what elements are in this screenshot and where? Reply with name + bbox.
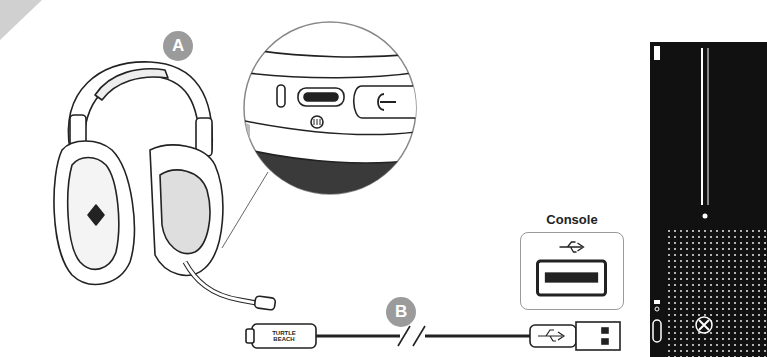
shape-circle — [703, 214, 708, 219]
shape-path — [240, 120, 430, 135]
shape-path — [160, 170, 210, 253]
shape-path — [538, 330, 564, 341]
brand-logo-text: TURTLE BEACH — [270, 330, 298, 342]
shape-rect — [653, 320, 661, 342]
shape-g — [246, 322, 620, 350]
shape-rect — [530, 325, 576, 347]
shape-rect — [538, 261, 606, 295]
shape-path — [354, 86, 420, 118]
shape-circle — [655, 307, 659, 311]
shape-rect — [252, 324, 316, 348]
shape-rect — [246, 329, 254, 343]
shape-line — [425, 335, 532, 338]
shape-path — [68, 62, 212, 152]
shape-rect — [546, 273, 598, 282]
shape-line — [708, 48, 709, 205]
callout-letter: A — [172, 36, 184, 56]
shape-g — [240, 48, 430, 200]
shape-line — [701, 48, 703, 205]
port-outline — [520, 232, 624, 310]
shape-rect — [650, 42, 767, 357]
port-box: Console — [520, 212, 624, 310]
shape-path — [185, 262, 262, 304]
shape-path — [150, 145, 223, 275]
shape-rect — [277, 85, 285, 107]
shape-rect — [664, 228, 767, 357]
shape-path — [240, 70, 430, 78]
shape-path — [240, 148, 430, 200]
shape-rect — [298, 88, 344, 106]
shape-path — [260, 60, 262, 110]
shape-rect — [254, 296, 275, 311]
shape-path — [699, 320, 709, 330]
shape-line — [222, 172, 268, 248]
shape-g — [54, 62, 276, 310]
shape-line — [312, 335, 400, 338]
shape-polygon — [0, 0, 42, 40]
shape-path — [68, 158, 119, 270]
shape-path — [54, 141, 134, 284]
shape-circle — [311, 116, 323, 128]
shape-path — [560, 242, 584, 252]
shape-rect — [304, 93, 338, 101]
shape-g — [538, 242, 606, 295]
shape-rect — [650, 225, 664, 357]
shape-rect — [602, 339, 608, 344]
shape-circle — [696, 317, 712, 333]
shape-circle — [386, 297, 416, 327]
shape-circle — [163, 31, 193, 61]
shape-rect — [576, 322, 620, 350]
shape-line — [398, 326, 410, 346]
shape-path — [240, 120, 250, 200]
shape-path — [88, 205, 104, 225]
shape-path — [378, 94, 396, 110]
shape-path — [314, 119, 320, 125]
shape-path — [185, 262, 262, 304]
shape-path — [95, 69, 168, 100]
usb-port-icon — [521, 233, 622, 309]
shape-rect — [654, 300, 660, 304]
callout-letter: B — [395, 302, 407, 322]
shape-rect — [654, 46, 660, 60]
shape-rect — [602, 328, 608, 333]
box-heading: Console — [520, 212, 624, 227]
shape-path — [240, 48, 430, 57]
shape-line — [413, 326, 425, 346]
